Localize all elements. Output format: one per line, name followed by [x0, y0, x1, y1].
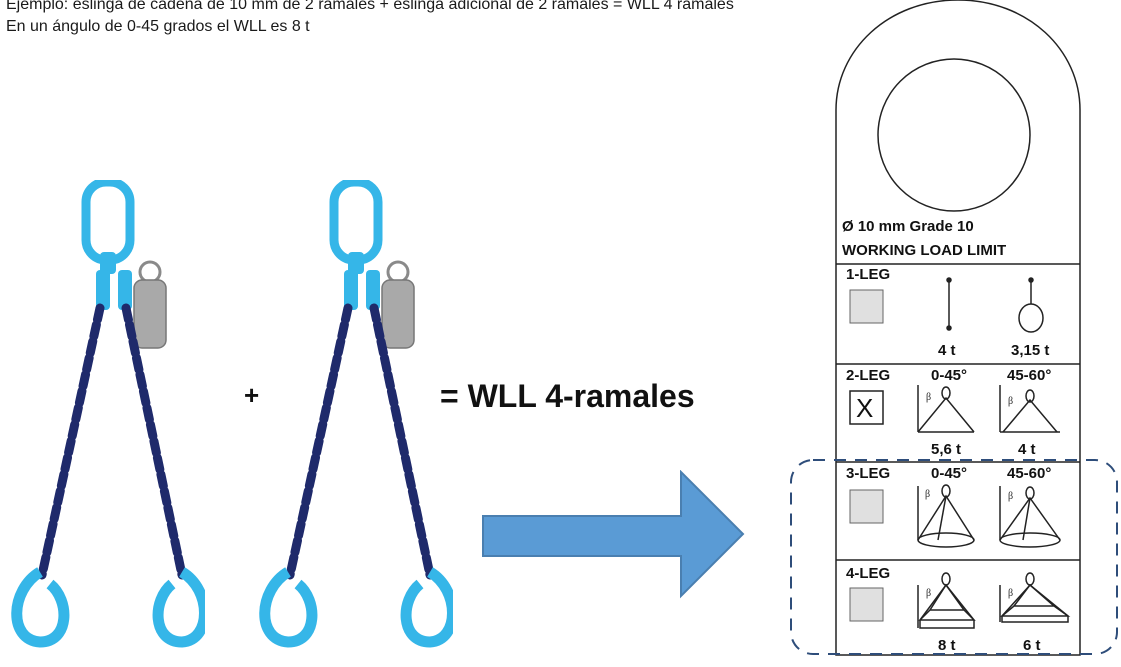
three-leg-icons [917, 484, 1061, 548]
chain-icon [37, 270, 187, 580]
beta-label-2a: β [926, 392, 931, 403]
beta-label-2b: β [1008, 396, 1013, 407]
tag-hole [877, 58, 1031, 212]
row-1-value-1: 4 t [938, 342, 956, 359]
plus-sign: + [244, 380, 260, 410]
tag-spec-line-1: Ø 10 mm Grade 10 [842, 218, 974, 235]
row-label-2-leg: 2-LEG [846, 367, 891, 384]
four-leg-icons [917, 572, 1071, 629]
row-2-angle-1: 0-45° [931, 367, 968, 384]
beta-label-4b: β [1008, 588, 1013, 599]
beta-labels: β β β β β β [925, 392, 1013, 599]
hook-icon [11, 567, 205, 648]
row-3-angle-1: 0-45° [931, 465, 968, 482]
row-3-angle-2: 45-60° [1007, 465, 1052, 482]
row-2-value-1: 5,6 t [931, 441, 962, 458]
checkbox-4-leg [849, 587, 884, 622]
row-1-value-2: 3,15 t [1011, 342, 1050, 359]
hook-icon [259, 567, 453, 648]
one-leg-icons [946, 277, 1044, 333]
chain-icon [285, 270, 435, 580]
right-arrow-icon [482, 470, 745, 599]
master-link-icon [81, 180, 135, 274]
two-leg-icons [917, 385, 1060, 433]
master-link-icon [329, 180, 383, 274]
intro-line-1: Ejemplo: eslinga de cadena de 10 mm de 2… [6, 0, 734, 13]
intro-text: Ejemplo: eslinga de cadena de 10 mm de 2… [6, 0, 734, 38]
checkbox-2-leg [849, 390, 884, 425]
chain-sling-left [11, 180, 205, 648]
tag-spec-line-2: WORKING LOAD LIMIT [842, 242, 1007, 259]
row-2-angle-2: 45-60° [1007, 367, 1052, 384]
row-4-value-1: 8 t [938, 637, 956, 654]
row-2-value-2: 4 t [1018, 441, 1036, 458]
row-2-mark: X [856, 393, 874, 423]
row-label-1-leg: 1-LEG [846, 266, 891, 283]
row-label-4-leg: 4-LEG [846, 565, 891, 582]
checkbox-1-leg [849, 289, 884, 324]
result-label: = WLL 4-ramales [440, 378, 695, 414]
beta-label-4a: β [926, 588, 931, 599]
tag-outline: β β β β β β [835, 0, 1081, 656]
highlight-dashed-box [790, 459, 1118, 655]
wll-tag: β β β β β β Ø 10 mm Grade 10 WORKING LOA… [828, 0, 1093, 662]
chain-sling-right [259, 180, 453, 648]
beta-label-3a: β [925, 489, 930, 500]
checkbox-3-leg [849, 489, 884, 524]
beta-label-3b: β [1008, 491, 1013, 502]
id-tag-icon [381, 260, 415, 349]
intro-line-2: En un ángulo de 0-45 grados el WLL es 8 … [6, 18, 310, 35]
row-4-value-2: 6 t [1023, 637, 1041, 654]
id-tag-icon [133, 260, 167, 349]
row-label-3-leg: 3-LEG [846, 465, 891, 482]
